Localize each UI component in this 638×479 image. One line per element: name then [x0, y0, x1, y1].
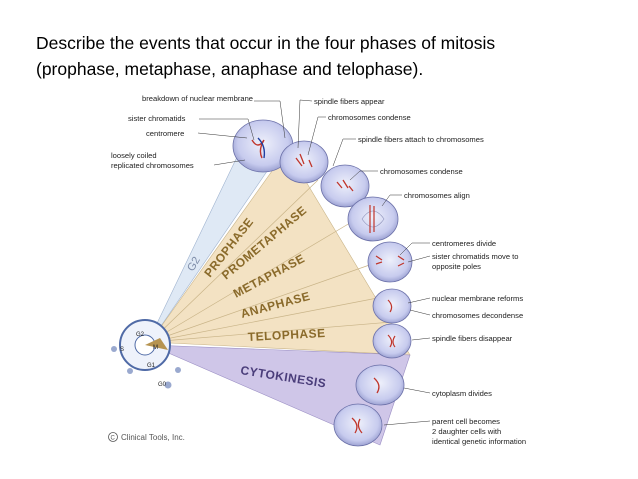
svg-text:C: C: [111, 436, 116, 442]
cell-telophase-1: [372, 288, 412, 324]
label-sister-chromatids-move-2: opposite poles: [432, 262, 481, 271]
leader-lines: [197, 99, 431, 426]
cell-metaphase: [347, 196, 399, 242]
label-chromosomes-condense-2: chromosomes condense: [380, 167, 463, 176]
label-sister-chromatids-move-1: sister chromatids move to: [432, 252, 519, 261]
cell-metaphase-early: [320, 164, 370, 208]
label-nuclear-membrane-reforms: nuclear membrane reforms: [432, 294, 523, 303]
cell-daughter-1: [355, 364, 405, 406]
label-parent-cell-3: identical genetic information: [432, 437, 526, 446]
label-parent-cell-1: parent cell becomes: [432, 417, 500, 426]
label-loosely-coiled-2: replicated chromosomes: [111, 161, 194, 170]
cycle-g2: G2: [136, 332, 145, 338]
phase-dividers: [149, 179, 393, 343]
label-spindle-fibers-disappear: spindle fibers disappear: [432, 334, 513, 343]
cycle-g1: G1: [147, 363, 156, 369]
label-loosely-coiled-1: loosely coiled: [111, 151, 157, 160]
phase-wedge: [149, 149, 411, 356]
cell-daughter-2: [333, 403, 383, 447]
label-telophase: TELOPHASE: [247, 326, 325, 344]
cell-telophase-2: [372, 323, 412, 359]
label-centromeres-divide: centromeres divide: [432, 239, 496, 248]
credit: C Clinical Tools, Inc.: [108, 432, 185, 442]
label-chromosomes-align: chromosomes align: [404, 191, 470, 200]
cycle-g0: G0: [158, 382, 167, 388]
label-sister-chromatids: sister chromatids: [128, 114, 186, 123]
title-line-1: Describe the events that occur in the fo…: [36, 33, 496, 53]
label-parent-cell-2: 2 daughter cells with: [432, 427, 501, 436]
cycle-s: S: [120, 347, 124, 353]
label-chromosomes-condense-1: chromosomes condense: [328, 113, 411, 122]
label-breakdown-nuclear-membrane: breakdown of nuclear membrane: [142, 94, 253, 103]
title-line-2: (prophase, metaphase, anaphase and telop…: [36, 59, 424, 79]
label-spindle-fibers-appear: spindle fibers appear: [314, 97, 385, 106]
credit-text: Clinical Tools, Inc.: [121, 433, 185, 442]
cell-cycle-wheel: G2 M S G1 G0: [111, 319, 181, 389]
label-spindle-fibers-attach: spindle fibers attach to chromosomes: [358, 135, 484, 144]
label-centromere: centromere: [146, 129, 184, 138]
cell-anaphase: [367, 241, 413, 283]
label-cytoplasm-divides: cytoplasm divides: [432, 389, 492, 398]
label-chromosomes-decondense: chromosomes decondense: [432, 311, 523, 320]
cell-prometaphase: [279, 140, 329, 184]
cycle-m: M: [153, 345, 158, 351]
slide-title: Describe the events that occur in the fo…: [36, 30, 616, 82]
